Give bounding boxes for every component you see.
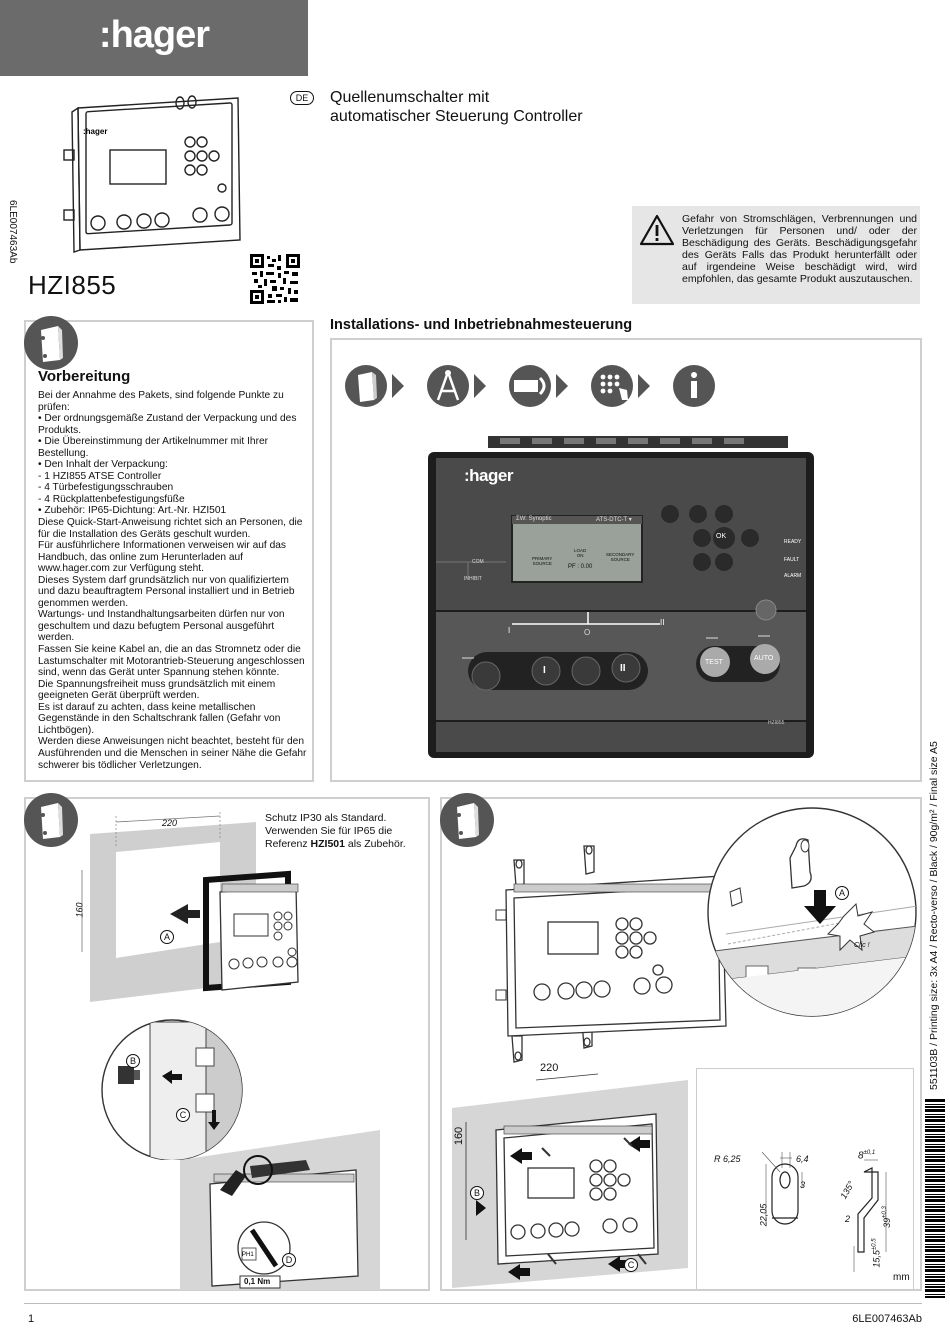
hager-logo: :hager xyxy=(98,14,210,56)
language-badge: DE xyxy=(290,91,314,105)
dim-64: 6,4 xyxy=(796,1154,809,1164)
screen-secondary-source: SECONDARY SOURCE xyxy=(606,552,635,562)
screen-load-on: LOAD ON xyxy=(574,548,587,558)
arrow-icon xyxy=(474,374,486,398)
fault-label: FAULT xyxy=(784,557,800,563)
units-label: mm xyxy=(893,1272,910,1283)
ip-protection-text: Schutz IP30 als Standard. Verwenden Sie … xyxy=(265,812,406,850)
button-ii[interactable]: II xyxy=(620,663,626,674)
prep-paragraph: Bei der Annahme des Pakets, sind folgend… xyxy=(38,390,284,413)
prep-paragraph: Wartungs- und Instandhaltungsarbeiten dü… xyxy=(38,609,285,644)
prep-paragraph: • Den Inhalt der Verpackung: - 1 HZI855 … xyxy=(38,459,185,505)
button-i[interactable]: I xyxy=(543,665,546,676)
step-measure-icon xyxy=(427,365,469,407)
product-illustration: :hager xyxy=(63,95,241,253)
label-b: B xyxy=(126,1054,140,1068)
ready-label: READY xyxy=(784,539,802,545)
test-button[interactable]: TEST xyxy=(705,659,723,666)
step-package-icon xyxy=(345,365,387,407)
barcode xyxy=(925,1098,945,1298)
dim-r625: R 6,25 xyxy=(714,1154,741,1164)
footer-divider xyxy=(24,1303,922,1304)
package-icon xyxy=(440,793,494,847)
warning-text: Gefahr von Stromschlägen, Verbrennungen … xyxy=(682,213,917,285)
controller-front: :hager ΣW: Synoptic ATS-DTC-T ▾ PRIMARY … xyxy=(428,430,814,760)
position-o: O xyxy=(584,628,591,637)
arrow-icon xyxy=(392,374,404,398)
controller-model-tag: HZI855 xyxy=(768,720,785,726)
dim-220-rear: 220 xyxy=(540,1062,559,1074)
label-b-rear: B xyxy=(470,1186,484,1200)
label-a: A xyxy=(160,930,174,944)
label-c-rear: C xyxy=(624,1258,638,1272)
ph-label: PH1 xyxy=(242,1252,254,1258)
package-icon xyxy=(24,793,78,847)
screen-pf: PF : 0.00 xyxy=(568,564,593,570)
position-ii: II xyxy=(660,618,665,627)
header-logo-box xyxy=(0,0,308,76)
step-info-icon xyxy=(673,365,715,407)
controller-logo: :hager xyxy=(464,466,513,485)
warning-box xyxy=(632,206,920,304)
prep-paragraph: Fassen Sie keine Kabel an, die an das St… xyxy=(38,644,305,679)
torque-label: 0,1 Nm xyxy=(244,1277,271,1286)
warning-triangle-icon xyxy=(639,214,675,246)
installation-title: Installations- und Inbetriebnahmesteueru… xyxy=(330,317,633,333)
prep-paragraph: Dieses System darf grundsätzlich nur von… xyxy=(38,574,295,609)
prep-paragraph: Es ist darauf zu achten, dass keine meta… xyxy=(38,701,281,736)
footer-doc-ref: 6LE007463Ab xyxy=(852,1313,922,1325)
step-connector-icon xyxy=(509,365,551,407)
preparation-title: Vorbereitung xyxy=(38,368,131,385)
dim-160-rear: 160 xyxy=(453,1126,466,1146)
screen-header-right: ATS-DTC-T ▾ xyxy=(596,517,632,523)
dim-8: 8±0,1 xyxy=(858,1150,876,1162)
bracket-dimension-drawing xyxy=(761,1151,887,1272)
label-c: C xyxy=(176,1108,190,1122)
screen-header-left: ΣW: Synoptic xyxy=(516,516,552,522)
step-keypad-icon xyxy=(591,365,633,407)
bracket-dimension-box xyxy=(696,1068,914,1290)
prep-paragraph: • Zubehör: IP65-Dichtung: Art.-Nr. HZI50… xyxy=(38,505,227,517)
bracket-mount-diagram xyxy=(495,845,727,1063)
side-doc-ref: 6LE007463Ab xyxy=(7,200,18,264)
cutout-diagram xyxy=(81,812,299,1002)
label-d: D xyxy=(282,1253,296,1267)
preparation-panel xyxy=(24,320,314,782)
dim-2205: 22,05 xyxy=(758,1203,769,1227)
dim-220: 220 xyxy=(162,818,178,828)
ok-button[interactable]: OK xyxy=(716,533,727,540)
arrow-icon xyxy=(556,374,568,398)
inhibit-label: INHIBIT xyxy=(464,576,482,582)
prep-paragraph: Werden diese Anweisungen nicht beachtet,… xyxy=(38,736,307,771)
dim-39: 39±0,3 xyxy=(881,1206,892,1228)
alarm-label: ALARM xyxy=(784,573,802,579)
preparation-text: Bei der Annahme des Pakets, sind folgend… xyxy=(38,390,308,771)
prep-paragraph: • Die Übereinstimmung der Artikelnummer … xyxy=(38,436,269,459)
auto-button[interactable]: AUTO xyxy=(754,655,774,662)
screw-tighten-diagram: PH1 xyxy=(180,1130,380,1290)
label-a-clip: A xyxy=(835,886,849,900)
prep-paragraph: Diese Quick-Start-Anweisung richtet sich… xyxy=(38,517,303,540)
steps-row xyxy=(345,365,715,407)
prep-paragraph: • Der ordnungsgemäße Zustand der Verpack… xyxy=(38,413,297,436)
document-title: Quellenumschalter mit automatischer Steu… xyxy=(330,89,583,125)
svg-text::hager: :hager xyxy=(83,127,107,136)
model-number: HZI855 xyxy=(28,270,117,300)
prep-paragraph: Für ausführlichere Informationen verweis… xyxy=(38,540,287,575)
prep-paragraph: Die Spannungsfreiheit muss grundsätzlich… xyxy=(38,678,276,702)
qr-code xyxy=(250,254,300,304)
clip-detail xyxy=(707,807,917,1017)
arrow-icon xyxy=(638,374,650,398)
clic-label: Clic ! xyxy=(854,942,870,949)
rear-mount-diagram xyxy=(452,1073,688,1288)
dim-155: 15,5±0,5 xyxy=(871,1238,882,1268)
dim-3: 3 xyxy=(800,1180,806,1190)
screen-primary-source: PRIMARY SOURCE xyxy=(532,556,553,566)
dim-2: 2 xyxy=(845,1214,851,1224)
dim-160: 160 xyxy=(74,902,85,918)
page-number: 1 xyxy=(28,1313,35,1325)
com-label: COM xyxy=(472,559,484,565)
package-icon xyxy=(24,316,78,370)
position-i: I xyxy=(508,626,511,635)
